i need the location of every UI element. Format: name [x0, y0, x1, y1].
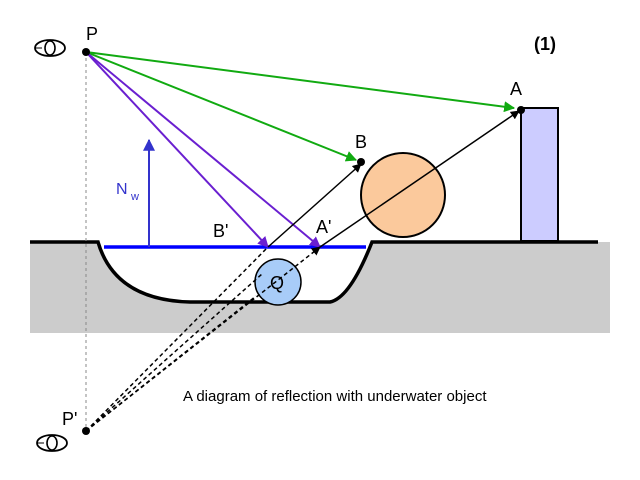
label-b: B: [355, 132, 367, 152]
label-normal-subscript: w: [130, 191, 139, 203]
direct-ray-to-a: [85, 51, 516, 113]
ray-b-prime-to-b: [267, 163, 362, 248]
dashed-ray-to-q-2: [85, 273, 263, 432]
water-body: [98, 242, 372, 302]
label-a: A: [510, 79, 522, 99]
dashed-ray-to-b-prime: [85, 246, 269, 432]
eye-icon: [34, 39, 66, 57]
reflected-ray-to-a-prime: [85, 51, 321, 248]
label-q: Q: [270, 273, 284, 293]
ball: [360, 152, 446, 238]
direct-ray-to-b: [85, 51, 358, 162]
post: [520, 107, 559, 242]
reflected-ray-to-b-prime: [85, 51, 269, 248]
ground-surface-line: [30, 240, 598, 304]
label-normal-n: N: [116, 181, 128, 198]
dashed-ray-to-q: [85, 295, 257, 432]
point-p-prime: [82, 427, 90, 435]
label-p-prime: P': [62, 409, 77, 429]
eye-icon: [36, 434, 68, 452]
point-a: [517, 106, 525, 114]
caption: A diagram of reflection with underwater …: [183, 388, 487, 405]
point-p: [82, 48, 90, 56]
label-p: P: [86, 24, 98, 44]
ground: [30, 242, 610, 333]
point-b: [357, 158, 365, 166]
label-a-prime: A': [316, 217, 331, 237]
figure-number: (1): [534, 34, 556, 54]
ray-a-prime-to-a: [319, 110, 520, 248]
label-b-prime: B': [213, 221, 228, 241]
